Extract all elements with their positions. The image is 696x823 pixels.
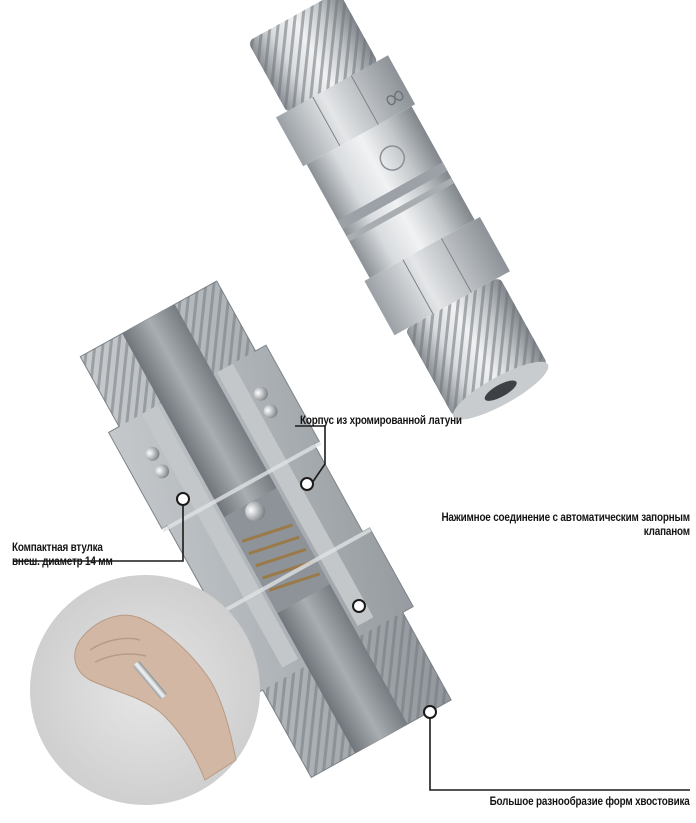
callout-push-connection-line1: Нажимное соединение с автоматическим зап… xyxy=(441,512,691,524)
assembled-coupling xyxy=(249,0,549,420)
cutaway-coupling xyxy=(79,280,452,779)
callout-sleeve-line1: Компактная втулка xyxy=(12,542,103,554)
scale-inset xyxy=(30,575,260,805)
brand-logo-icon xyxy=(386,90,404,106)
callout-sleeve-line2: внеш. диаметр 14 мм xyxy=(12,556,113,568)
callout-housing: Корпус из хромированной латуни xyxy=(300,415,462,427)
callout-markers xyxy=(176,477,437,719)
callout-sleeve: Компактная втулка внеш. диаметр 14 мм xyxy=(12,541,113,569)
leader-lines xyxy=(13,425,690,791)
brand-logo-icon xyxy=(379,145,406,171)
callout-push-connection: Нажимное соединение с автоматическим зап… xyxy=(441,511,691,539)
callout-tail-variety: Большое разнообразие форм хвостовика xyxy=(489,796,690,808)
callout-push-connection-line2: клапаном xyxy=(643,526,690,538)
